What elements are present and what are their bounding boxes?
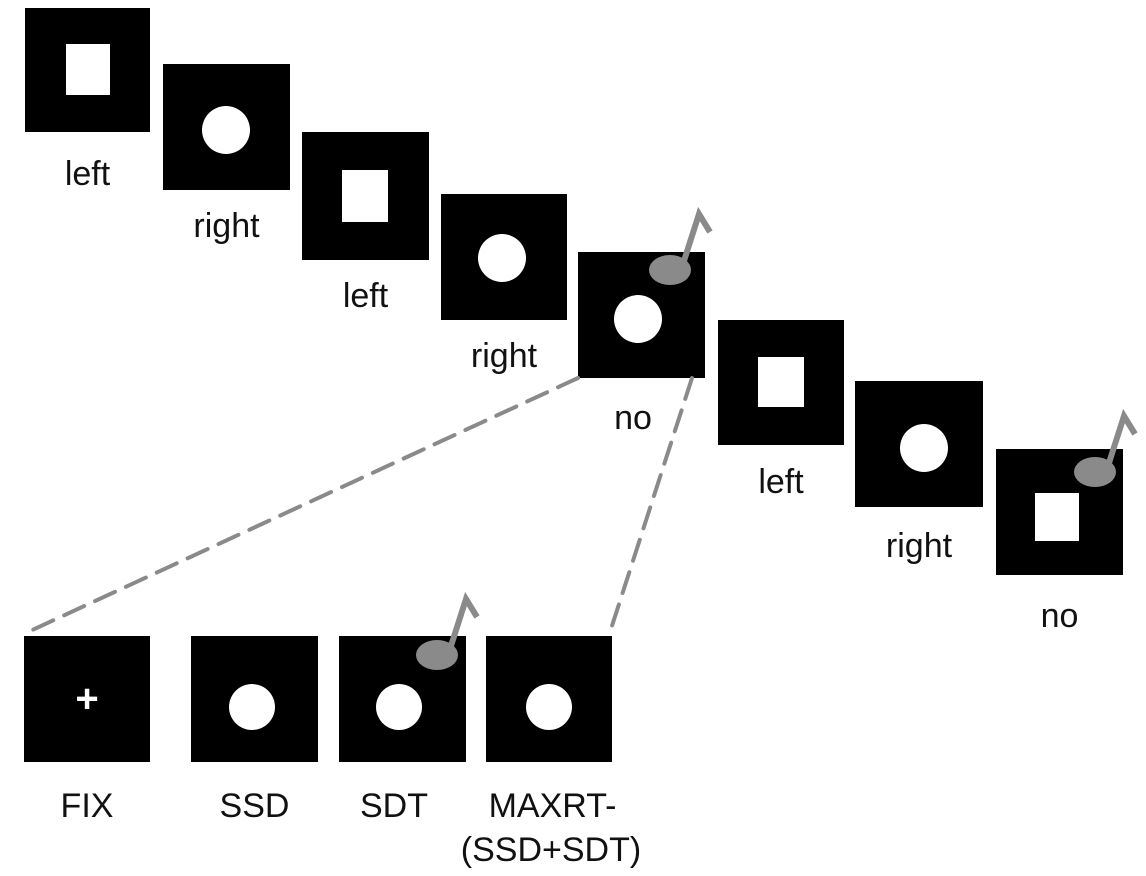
square-stimulus bbox=[1035, 493, 1079, 541]
trial-label-2: right bbox=[193, 207, 260, 245]
trial-frame-4 bbox=[441, 194, 567, 320]
trial-label-8: no bbox=[1040, 597, 1079, 635]
detail-frame-maxrt bbox=[486, 636, 612, 762]
circle-stimulus bbox=[526, 684, 572, 730]
trial-frame-3 bbox=[302, 132, 429, 260]
trial-frame-8 bbox=[996, 449, 1123, 575]
detail-label-maxrt-line1: MAXRT- bbox=[488, 787, 617, 825]
detail-label-fix: FIX bbox=[60, 787, 114, 825]
trial-frame-7 bbox=[855, 381, 983, 507]
trial-frame-6 bbox=[718, 320, 844, 445]
square-stimulus bbox=[758, 357, 804, 407]
trial-frame-1 bbox=[25, 8, 150, 132]
square-stimulus bbox=[66, 44, 110, 95]
trial-frame-5 bbox=[578, 252, 705, 378]
fixation-cross-icon: + bbox=[75, 677, 99, 721]
connector-line-left bbox=[26, 376, 580, 634]
trial-label-7: right bbox=[885, 527, 953, 565]
detail-frame-fix: + bbox=[24, 636, 150, 762]
detail-label-maxrt-line2: (SSD+SDT) bbox=[460, 831, 642, 869]
circle-stimulus bbox=[478, 234, 526, 282]
circle-stimulus bbox=[202, 106, 250, 154]
trial-label-3: left bbox=[342, 277, 389, 315]
trial-label-6: left bbox=[758, 463, 804, 501]
trial-label-4: right bbox=[470, 337, 538, 375]
detail-frame-ssd bbox=[191, 636, 318, 762]
detail-frame-sdt bbox=[339, 636, 466, 762]
detail-label-ssd: SSD bbox=[219, 787, 290, 825]
trial-label-5: no bbox=[614, 399, 652, 437]
square-stimulus bbox=[342, 170, 388, 222]
circle-stimulus bbox=[376, 684, 422, 730]
detail-label-sdt: SDT bbox=[360, 787, 428, 825]
trial-label-1: left bbox=[64, 155, 111, 193]
circle-stimulus bbox=[229, 684, 275, 730]
circle-stimulus bbox=[900, 424, 948, 472]
trial-frame-2 bbox=[163, 64, 290, 190]
circle-stimulus bbox=[614, 295, 662, 343]
